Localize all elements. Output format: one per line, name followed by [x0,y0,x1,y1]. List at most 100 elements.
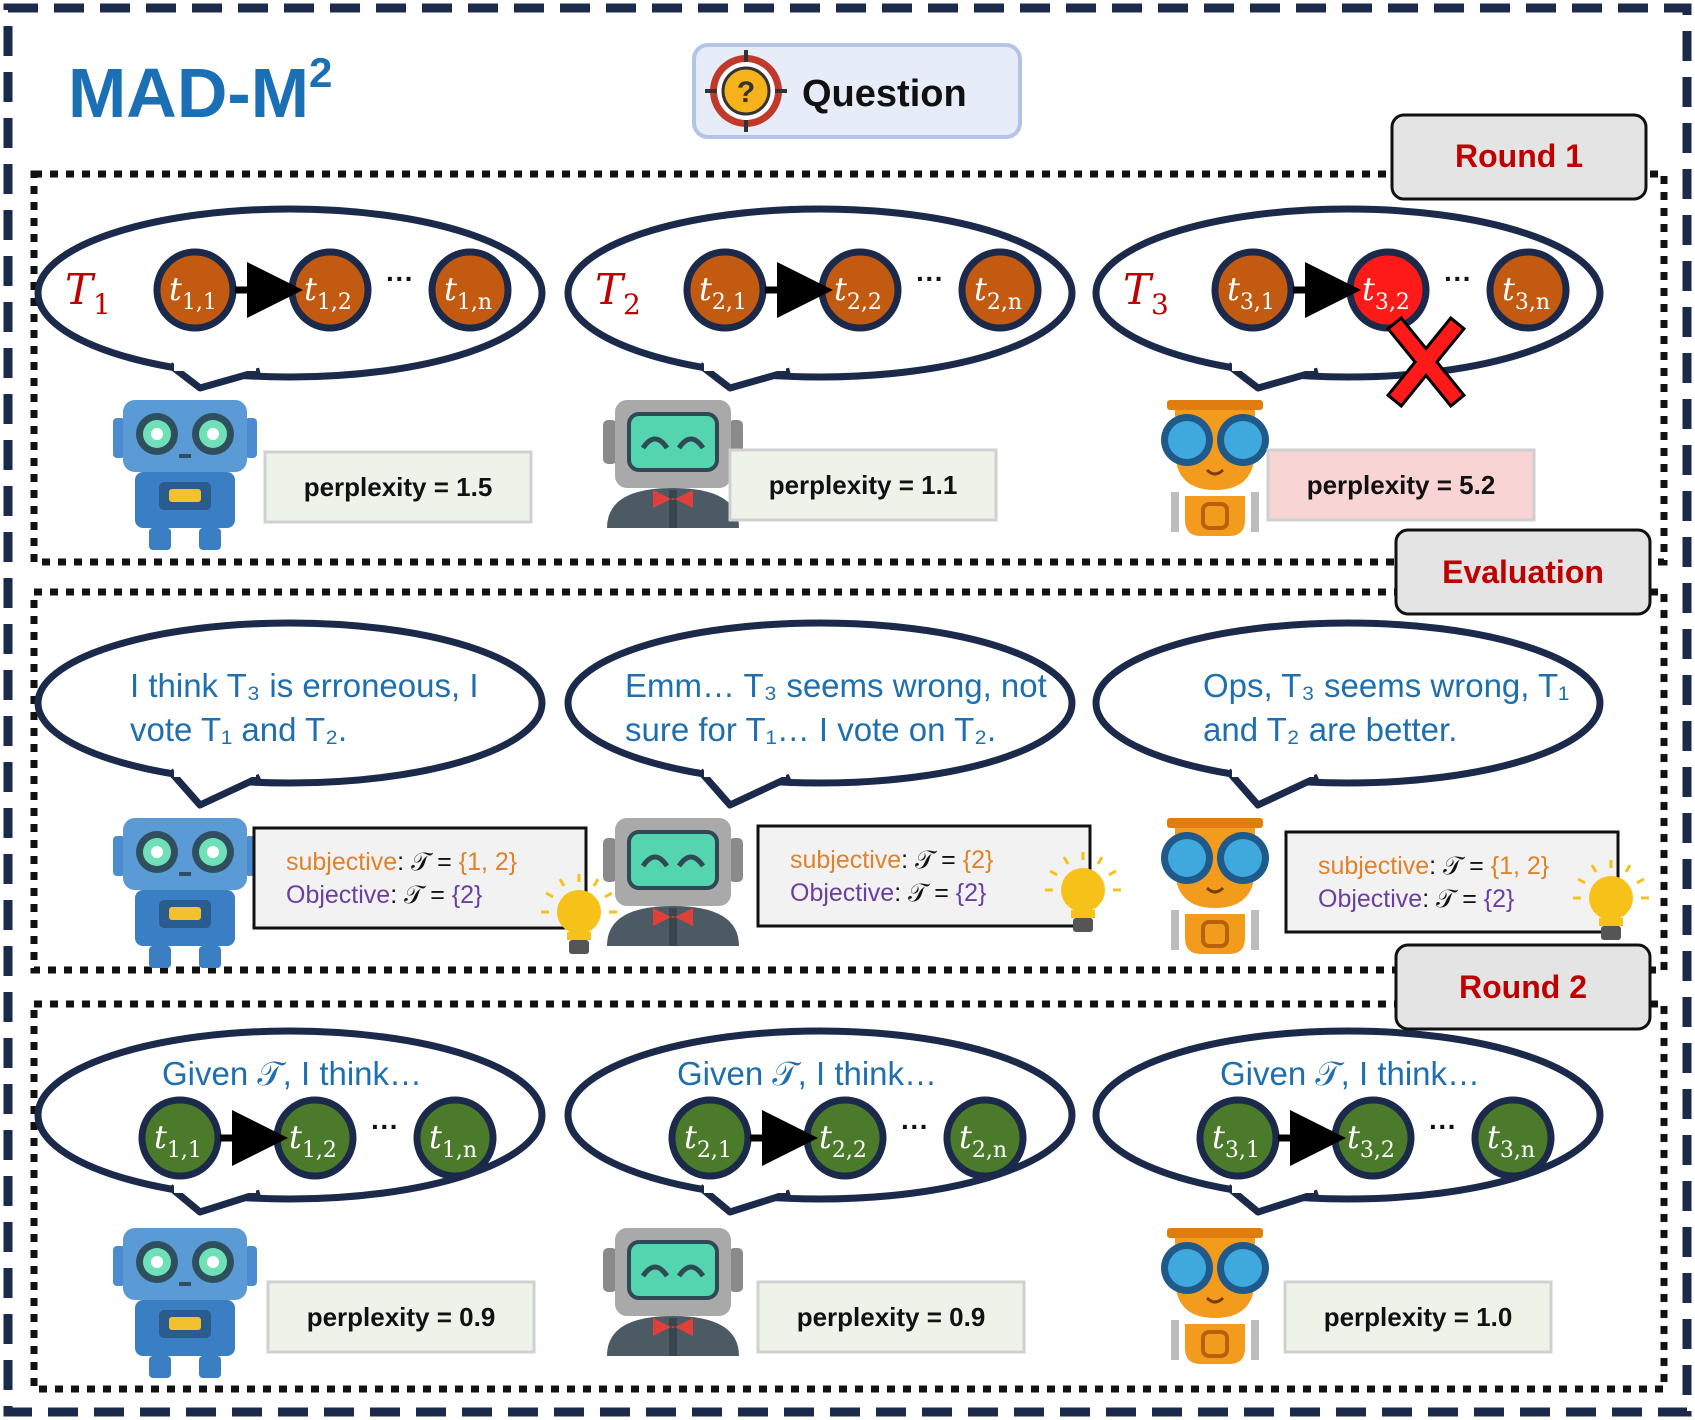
svg-text:?: ? [737,76,755,109]
round1-agent-1-node-2: t1,2 [288,248,372,332]
round1-bubble-1: T1 t1,1 t1,2 t1,n ··· [34,205,546,392]
round2-perplexity-3: perplexity = 1.0 [1283,1280,1553,1354]
svg-text:t1,1: t1,1 [169,270,217,315]
objective-line: Objective: 𝒯 = {2} [286,881,482,909]
evaluation-text-line2: and T₂ are better. [1203,711,1457,748]
round2-perplexity-1: perplexity = 0.9 [266,1280,536,1354]
round1-robot-1 [113,400,257,550]
round1-bubble-3-label: T3 [1123,265,1169,321]
svg-text:t1,n: t1,n [429,1118,477,1163]
lightbulb-icon [1573,860,1649,940]
vote-box-1: subjective: 𝒯 = {1, 2} Objective: 𝒯 = {2} [252,826,588,930]
round2-agent-1-node-3: t1,n [413,1096,497,1180]
svg-text:t1,2: t1,2 [304,270,352,315]
round2-bubble-text: Given 𝒯, I think… [677,1055,937,1092]
round2-agent-2-ellipsis: ··· [901,1111,929,1142]
svg-text:t3,1: t3,1 [1212,1118,1260,1163]
round2-perplexity-2: perplexity = 0.9 [756,1280,1026,1354]
round1-bubble-1-label: T1 [65,265,111,321]
outer-frame [3,3,1692,1417]
round1-tag-label: Round 1 [1455,138,1583,174]
svg-text:t2,2: t2,2 [819,1118,867,1163]
round2-agent-3-node-3: t3,n [1471,1096,1555,1180]
question-target-icon: ? [705,50,787,132]
round2-tag-label: Round 2 [1459,969,1587,1005]
round1-agent-1-node-1: t1,1 [153,248,237,332]
evaluation-text-line2: vote T₁ and T₂. [130,711,347,748]
round2-bubble-3: Given 𝒯, I think… t3,1 t3,2 t3,n ··· [1092,1027,1604,1216]
svg-text:t3,2: t3,2 [1362,270,1410,315]
lightbulb-icon [541,874,617,954]
question-label: Question [802,73,967,115]
round1-section [30,170,1668,566]
svg-text:t1,n: t1,n [444,270,492,315]
round2-bubble-2: Given 𝒯, I think… t2,1 t2,2 t2,n ··· [564,1027,1076,1216]
evaluation-text-line1: I think T₃ is erroneous, I [130,667,478,704]
evaluation-tag: Evaluation [1394,528,1652,616]
svg-text:perplexity = 0.9: perplexity = 0.9 [307,1302,496,1332]
subjective-line: subjective: 𝒯 = {1, 2} [1318,852,1549,880]
round2-agent-1-node-2: t1,2 [273,1096,357,1180]
question-badge: ? Question [692,43,1022,139]
round1-robot-3 [1161,400,1269,536]
diagram-title: MAD-M2 [68,49,332,132]
svg-text:t2,n: t2,n [974,270,1022,315]
svg-text:t2,2: t2,2 [834,270,882,315]
objective-line: Objective: 𝒯 = {2} [1318,885,1514,913]
subjective-line: subjective: 𝒯 = {2} [790,846,993,874]
round1-bubble-2-label: T2 [595,265,641,321]
round2-bubble-text: Given 𝒯, I think… [1220,1055,1480,1092]
round1-agent-3-ellipsis: ··· [1444,263,1472,294]
svg-text:t2,n: t2,n [959,1118,1007,1163]
round1-bubble-2: T2 t2,1 t2,2 t2,n ··· [564,205,1076,392]
round1-agent-3-node-3: t3,n [1486,248,1570,332]
round1-agent-1-node-3: t1,n [428,248,512,332]
evaluation-bubble-1: I think T₃ is erroneous, I vote T₁ and T₂… [34,619,546,809]
objective-line: Objective: 𝒯 = {2} [790,879,986,907]
evaluation-robot-2 [603,818,743,946]
round2-bubble-text: Given 𝒯, I think… [162,1055,422,1092]
svg-text:t2,1: t2,1 [699,270,747,315]
round2-robot-2 [603,1228,743,1356]
round1-perplexity-3: perplexity = 5.2 [1266,448,1536,522]
round2-agent-2-node-1: t2,1 [668,1096,752,1180]
round1-tag: Round 1 [1390,113,1648,201]
round2-agent-2-node-3: t2,n [943,1096,1027,1180]
round2-agent-1-ellipsis: ··· [371,1111,399,1142]
svg-text:perplexity = 5.2: perplexity = 5.2 [1307,470,1496,500]
round1-agent-2-ellipsis: ··· [916,263,944,294]
svg-text:perplexity = 1.1: perplexity = 1.1 [769,470,958,500]
round2-tag: Round 2 [1394,943,1652,1031]
evaluation-tag-label: Evaluation [1442,554,1604,590]
svg-text:t2,1: t2,1 [684,1118,732,1163]
round1-agent-3-node-1: t3,1 [1211,248,1295,332]
evaluation-text-line1: Ops, T₃ seems wrong, T₁ [1203,667,1569,704]
round2-robot-1 [113,1228,257,1378]
evaluation-section [30,588,1668,974]
round2-agent-1-node-1: t1,1 [138,1096,222,1180]
svg-text:perplexity = 0.9: perplexity = 0.9 [797,1302,986,1332]
agents-layer: T1 t1,1 t1,2 t1,n ··· perplexity = 1.5 T2 t2,1 t… [34,205,1649,1378]
lightbulb-icon [1045,852,1121,932]
svg-text:t3,1: t3,1 [1227,270,1275,315]
round2-agent-2-node-2: t2,2 [803,1096,887,1180]
evaluation-robot-3 [1161,818,1269,954]
vote-box-2: subjective: 𝒯 = {2} Objective: 𝒯 = {2} [756,824,1092,928]
svg-text:t1,2: t1,2 [289,1118,337,1163]
round2-agent-3-ellipsis: ··· [1429,1111,1457,1142]
svg-text:t1,1: t1,1 [154,1118,202,1163]
round1-agent-1-ellipsis: ··· [386,263,414,294]
svg-text:t3,2: t3,2 [1347,1118,1395,1163]
vote-box-3: subjective: 𝒯 = {1, 2} Objective: 𝒯 = {2} [1284,830,1620,934]
round1-bubble-3: T3 t3,1 t3,2 t3,n ··· [1092,205,1604,392]
round1-agent-2-node-1: t2,1 [683,248,767,332]
round2-robot-3 [1161,1228,1269,1364]
round1-perplexity-1: perplexity = 1.5 [263,450,533,524]
subjective-line: subjective: 𝒯 = {1, 2} [286,848,517,876]
evaluation-text-line2: sure for T₁… I vote on T₂. [625,711,996,748]
round2-agent-3-node-1: t3,1 [1196,1096,1280,1180]
round2-agent-3-node-2: t3,2 [1331,1096,1415,1180]
svg-text:t3,n: t3,n [1487,1118,1535,1163]
